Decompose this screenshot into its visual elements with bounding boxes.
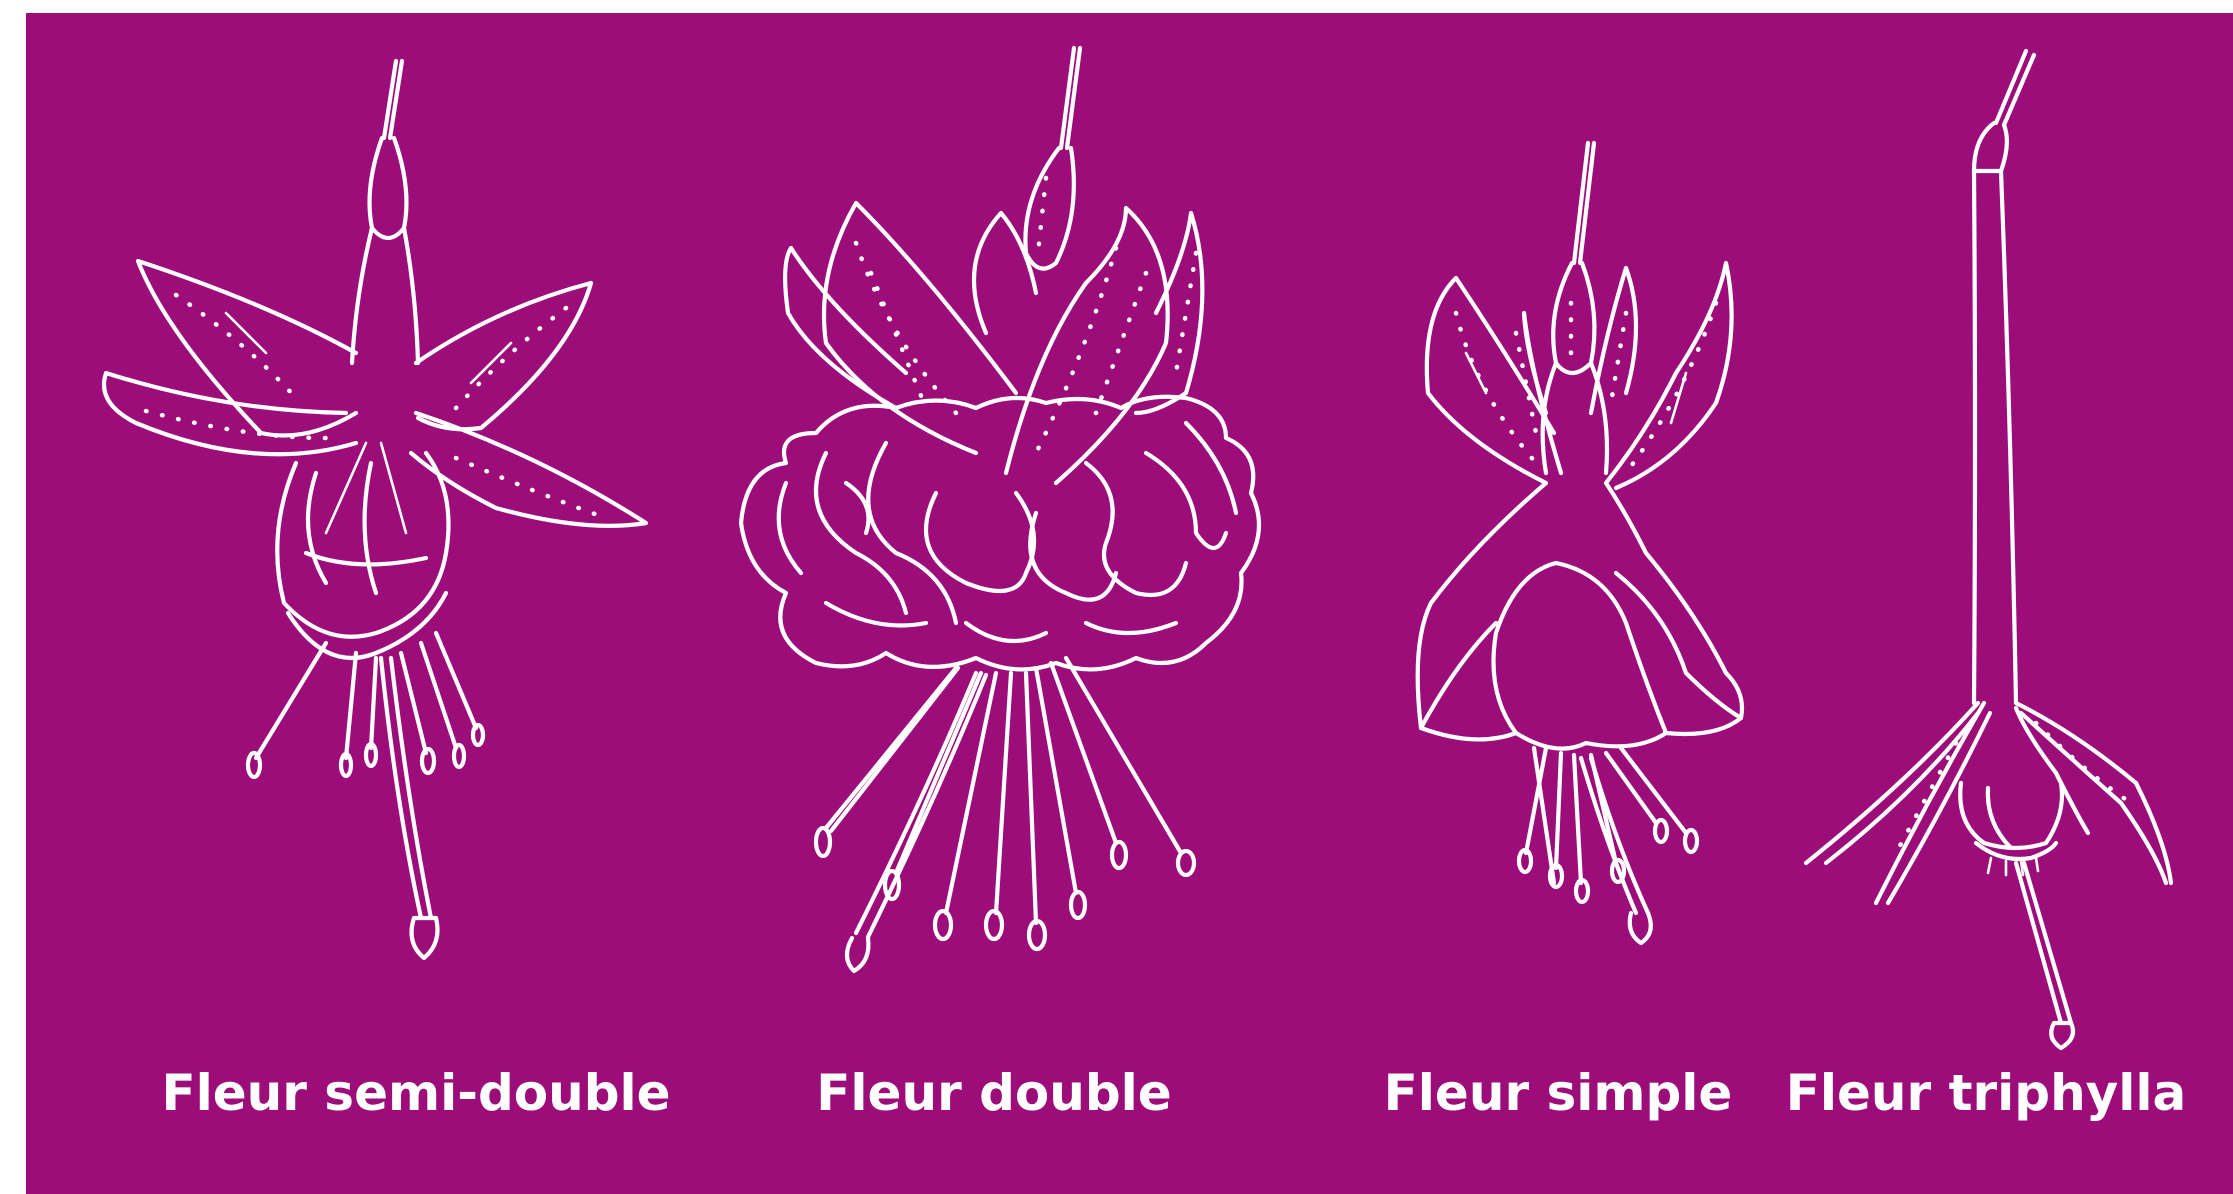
illustration-panel: Fleur semi-double Fleur double Fleur sim… [26,13,2233,1194]
single-fuchsia-flower-icon [1418,143,1742,943]
flower-drawings [26,13,2233,1194]
double-fuchsia-flower-icon [741,48,1259,971]
semi-double-fuchsia-flower-icon [104,61,646,958]
label-double-flower: Fleur double [714,1061,1274,1125]
triphylla-fuchsia-flower-icon [1806,51,2171,1048]
label-triphylla-flower: Fleur triphylla [1746,1061,2226,1125]
label-semi-double-flower: Fleur semi-double [136,1061,696,1125]
